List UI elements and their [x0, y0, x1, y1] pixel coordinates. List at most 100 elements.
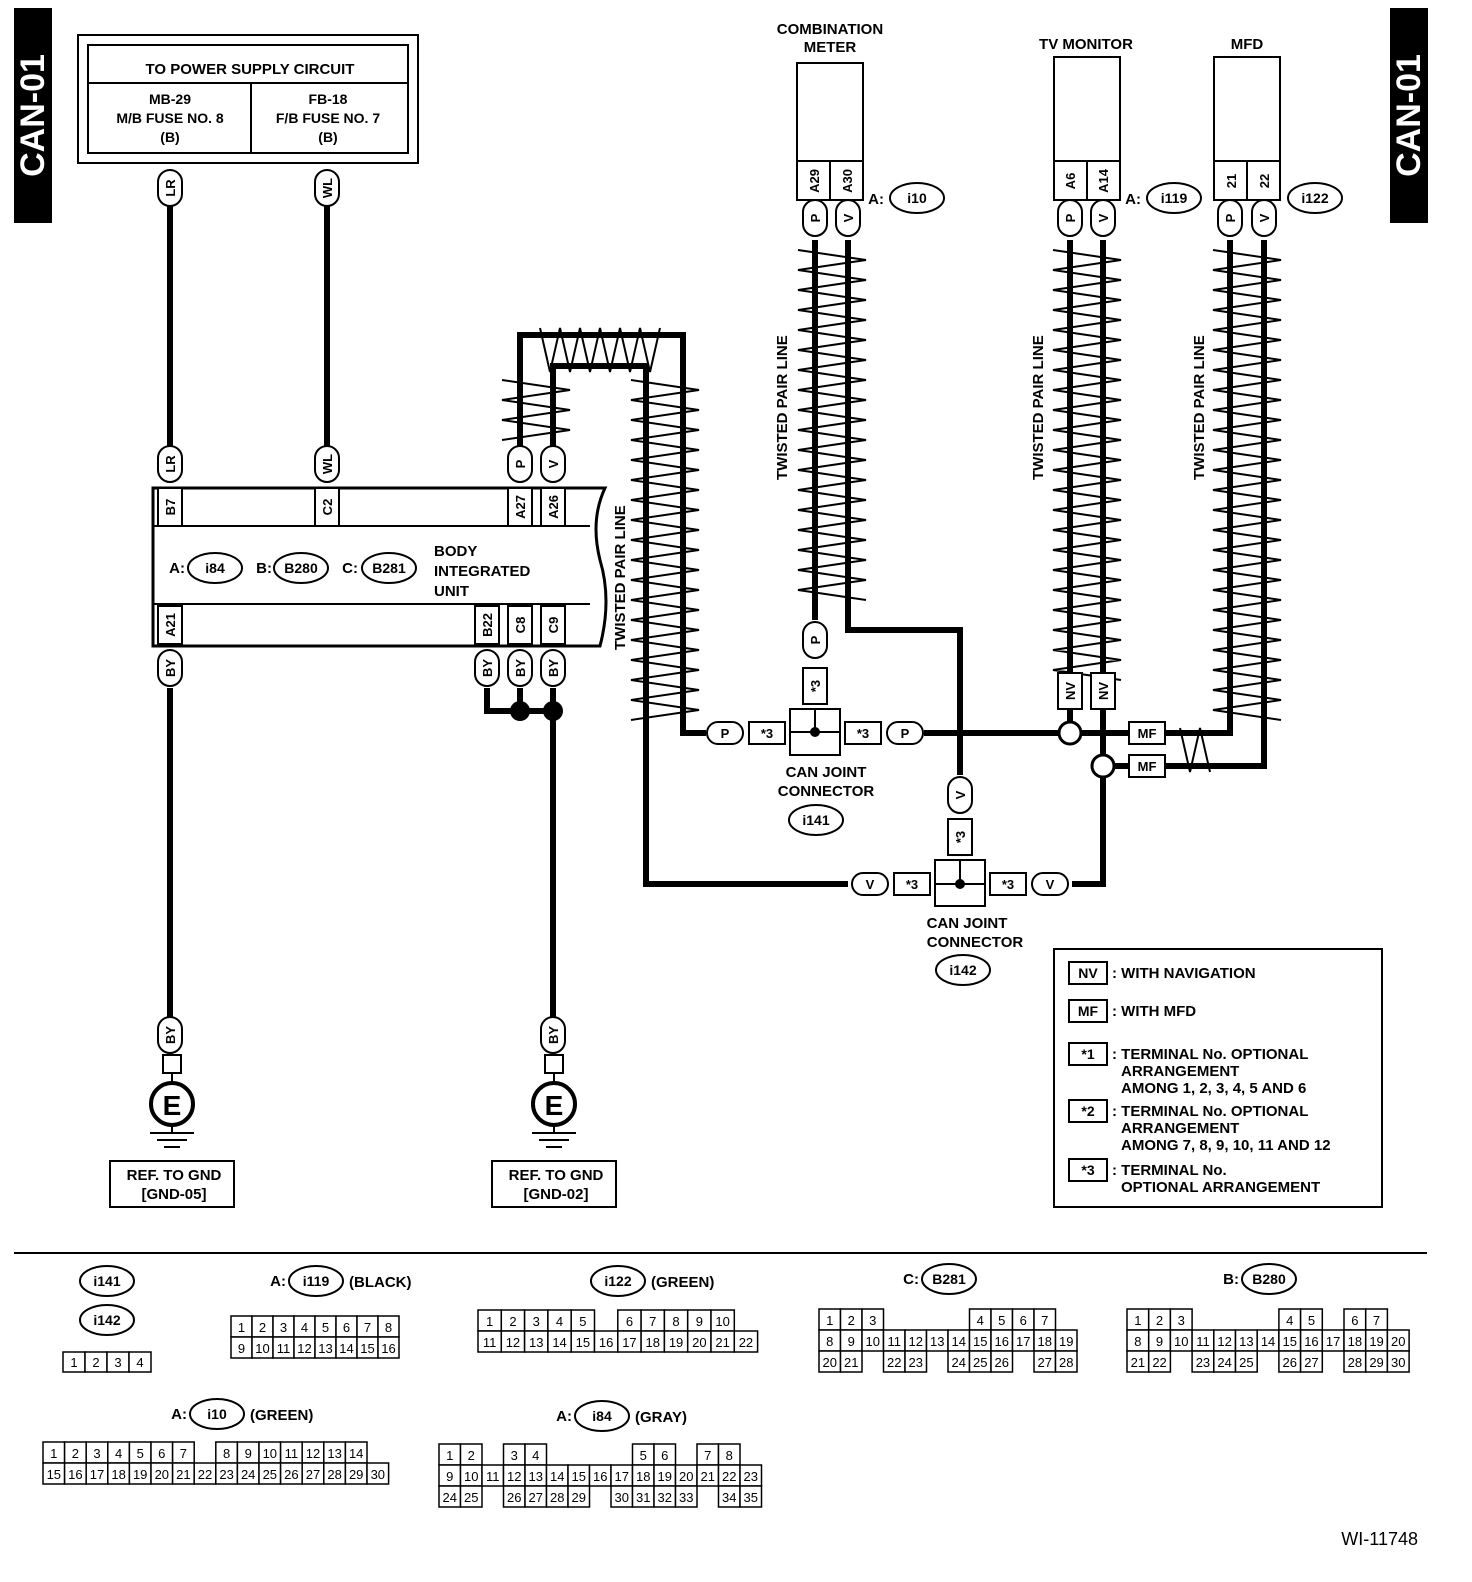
- svg-text:MB-29: MB-29: [149, 91, 191, 107]
- svg-text:15: 15: [360, 1341, 374, 1356]
- svg-text:4: 4: [301, 1320, 308, 1335]
- terminal-A14: A14: [1096, 168, 1111, 193]
- svg-text:P: P: [808, 635, 823, 644]
- svg-text:(GREEN): (GREEN): [651, 1274, 714, 1291]
- svg-text:10: 10: [715, 1314, 729, 1329]
- svg-text:9: 9: [848, 1334, 855, 1349]
- svg-text:*3: *3: [761, 726, 773, 741]
- svg-text:14: 14: [1261, 1334, 1275, 1349]
- svg-text:5: 5: [137, 1446, 144, 1461]
- svg-text:4: 4: [115, 1446, 122, 1461]
- wire-tag-LR: LR: [157, 169, 183, 207]
- tag-*3: *3: [748, 721, 786, 745]
- svg-text:4: 4: [977, 1313, 984, 1328]
- splices: [510, 701, 1116, 779]
- svg-text:CONNECTOR: CONNECTOR: [927, 934, 1024, 951]
- svg-text:13: 13: [930, 1334, 944, 1349]
- svg-text:19: 19: [669, 1335, 683, 1350]
- svg-text:C:: C:: [342, 560, 358, 577]
- twisted-labels: TWISTED PAIR LINE TWISTED PAIR LINE TWIS…: [612, 335, 1208, 650]
- svg-text:5: 5: [322, 1320, 329, 1335]
- tag-NV: NV: [1057, 672, 1083, 710]
- svg-text:COMBINATION: COMBINATION: [777, 21, 883, 38]
- svg-text:13: 13: [318, 1341, 332, 1356]
- svg-text:A:: A:: [171, 1406, 187, 1423]
- combination-meter: COMBINATION METER A: i10: [777, 21, 945, 214]
- terminal-B22: B22: [474, 605, 500, 645]
- svg-text:BY: BY: [546, 659, 561, 677]
- svg-text:32: 32: [658, 1490, 672, 1505]
- svg-text:4: 4: [532, 1448, 539, 1463]
- svg-text:A:: A:: [270, 1273, 286, 1290]
- svg-text:V: V: [1096, 213, 1111, 222]
- svg-text:30: 30: [1391, 1355, 1405, 1370]
- svg-text:25: 25: [263, 1467, 277, 1482]
- svg-text:11: 11: [1196, 1334, 1210, 1349]
- svg-text:4: 4: [556, 1314, 563, 1329]
- body-integrated-unit: BODY INTEGRATED UNIT A: i84 B: B280 C: B…: [151, 486, 608, 648]
- svg-text:V: V: [953, 790, 968, 799]
- svg-text:16: 16: [593, 1469, 607, 1484]
- twisted-pair-marks: [501, 249, 1282, 773]
- conn-ref-i142: i142: [949, 962, 976, 978]
- svg-text:19: 19: [133, 1467, 147, 1482]
- svg-text:17: 17: [622, 1335, 636, 1350]
- svg-text:B:: B:: [256, 560, 272, 577]
- svg-text:21: 21: [176, 1467, 190, 1482]
- svg-text:20: 20: [692, 1335, 706, 1350]
- can-joint-i142: CAN JOINT CONNECTOR i142: [927, 859, 1024, 986]
- svg-text:7: 7: [704, 1448, 711, 1463]
- svg-text:8: 8: [826, 1334, 833, 1349]
- svg-text:V: V: [1046, 877, 1055, 892]
- svg-text:i141: i141: [93, 1273, 120, 1289]
- wire-tag-V: V: [540, 445, 566, 483]
- svg-text:A6: A6: [1063, 173, 1078, 190]
- svg-text:CONNECTOR: CONNECTOR: [778, 783, 875, 800]
- svg-text:i142: i142: [93, 1312, 120, 1328]
- svg-text:P: P: [513, 459, 528, 468]
- svg-text:16: 16: [68, 1467, 82, 1482]
- wire-tag-LR: LR: [157, 445, 183, 483]
- svg-text:1: 1: [486, 1314, 493, 1329]
- page-tab-right: CAN-01: [1390, 8, 1428, 223]
- svg-text:15: 15: [576, 1335, 590, 1350]
- svg-text:MF: MF: [1078, 1003, 1099, 1019]
- face-label-B281: C:B281: [903, 1263, 977, 1295]
- svg-text:27: 27: [1038, 1355, 1052, 1370]
- svg-text:NV: NV: [1078, 965, 1098, 981]
- svg-text:22: 22: [1257, 174, 1272, 188]
- svg-text:26: 26: [284, 1467, 298, 1482]
- svg-text:BY: BY: [163, 659, 178, 677]
- svg-text:12: 12: [909, 1334, 923, 1349]
- svg-text:24: 24: [241, 1467, 255, 1482]
- tag-*3: *3: [893, 872, 931, 896]
- svg-text:7: 7: [1373, 1313, 1380, 1328]
- terminal-22: 22: [1257, 174, 1272, 188]
- svg-text:*3: *3: [808, 680, 823, 692]
- svg-text:28: 28: [1059, 1355, 1073, 1370]
- svg-text:8: 8: [385, 1320, 392, 1335]
- svg-text:8: 8: [726, 1448, 733, 1463]
- wire-tag-P: P: [507, 445, 533, 483]
- wire-tag-WL: WL: [314, 169, 340, 207]
- svg-text:: WITH MFD: : WITH MFD: [1112, 1003, 1196, 1020]
- svg-text:A:: A:: [169, 560, 185, 577]
- svg-text:*1: *1: [1081, 1046, 1094, 1062]
- power-header: TO POWER SUPPLY CIRCUIT: [146, 61, 355, 78]
- svg-text:28: 28: [550, 1490, 564, 1505]
- can-joint-i141: CAN JOINT CONNECTOR i141: [778, 708, 875, 836]
- svg-text:*3: *3: [906, 877, 918, 892]
- svg-text:29: 29: [572, 1490, 586, 1505]
- svg-text:4: 4: [136, 1355, 143, 1370]
- svg-text:21: 21: [1131, 1355, 1145, 1370]
- svg-text:ARRANGEMENT: ARRANGEMENT: [1121, 1120, 1239, 1137]
- svg-text:14: 14: [339, 1341, 353, 1356]
- svg-text:6: 6: [343, 1320, 350, 1335]
- svg-text:*3: *3: [1002, 877, 1014, 892]
- svg-text:TWISTED PAIR LINE: TWISTED PAIR LINE: [1030, 335, 1047, 480]
